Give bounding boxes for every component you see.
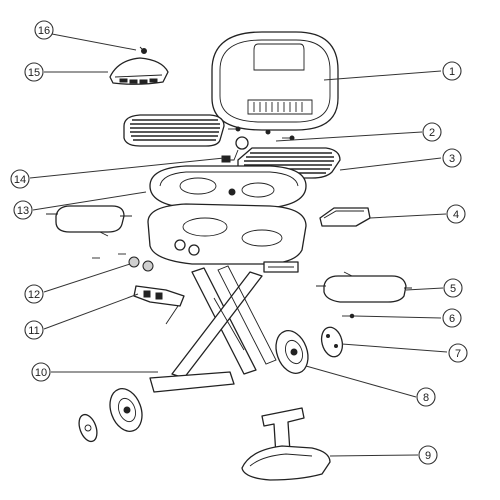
part-small-screw xyxy=(139,46,147,54)
callout-1: 1 xyxy=(442,61,462,81)
part-screws xyxy=(214,126,295,141)
part-left-grate xyxy=(123,114,225,147)
callout-12-number: 12 xyxy=(28,289,40,301)
callout-3: 3 xyxy=(442,148,462,168)
callout-9-number: 9 xyxy=(425,450,431,462)
callout-5-number: 5 xyxy=(450,283,456,295)
callout-2-number: 2 xyxy=(429,127,435,139)
part-left-side-shelf xyxy=(46,205,132,237)
callout-8-number: 8 xyxy=(423,392,429,404)
part-main-lid xyxy=(211,31,339,131)
leader-lines xyxy=(29,33,448,457)
callout-1-number: 1 xyxy=(449,66,455,78)
callout-15: 15 xyxy=(24,62,44,82)
callout-7-number: 7 xyxy=(455,348,461,360)
callout-2: 2 xyxy=(422,122,442,142)
callout-13-number: 13 xyxy=(17,205,29,217)
callout-12: 12 xyxy=(24,284,44,304)
part-control-knobs xyxy=(92,253,154,272)
part-right-wheel xyxy=(275,330,309,374)
callout-10: 10 xyxy=(31,362,51,382)
part-handle-stand xyxy=(241,407,331,481)
part-shelf-screw xyxy=(342,313,355,319)
part-leg-frame xyxy=(149,265,277,393)
callout-10-number: 10 xyxy=(35,367,47,379)
callout-6: 6 xyxy=(442,308,462,328)
callout-8: 8 xyxy=(416,387,436,407)
callout-4-number: 4 xyxy=(453,209,459,221)
callout-6-number: 6 xyxy=(449,313,455,325)
part-left-wheel xyxy=(78,388,143,443)
callout-4: 4 xyxy=(446,204,466,224)
part-grill-body xyxy=(147,203,307,273)
callout-11: 11 xyxy=(24,320,44,340)
callout-9: 9 xyxy=(418,445,438,465)
part-firebox-top xyxy=(149,165,307,209)
part-right-side-shelf xyxy=(316,271,412,303)
part-battery-igniter xyxy=(133,285,185,307)
part-regulator xyxy=(221,136,249,163)
callout-5: 5 xyxy=(443,278,463,298)
callout-11-number: 11 xyxy=(28,325,39,337)
callout-13: 13 xyxy=(13,200,33,220)
part-drip-tray xyxy=(319,207,371,227)
callout-16-number: 16 xyxy=(38,25,50,37)
callout-14: 14 xyxy=(10,169,30,189)
callout-16: 16 xyxy=(34,20,54,40)
callout-14-number: 14 xyxy=(14,174,26,186)
callout-15-number: 15 xyxy=(28,67,40,79)
part-small-lid xyxy=(109,57,169,85)
callout-3-number: 3 xyxy=(449,153,455,165)
callout-7: 7 xyxy=(448,343,468,363)
part-hubcap xyxy=(320,326,344,358)
